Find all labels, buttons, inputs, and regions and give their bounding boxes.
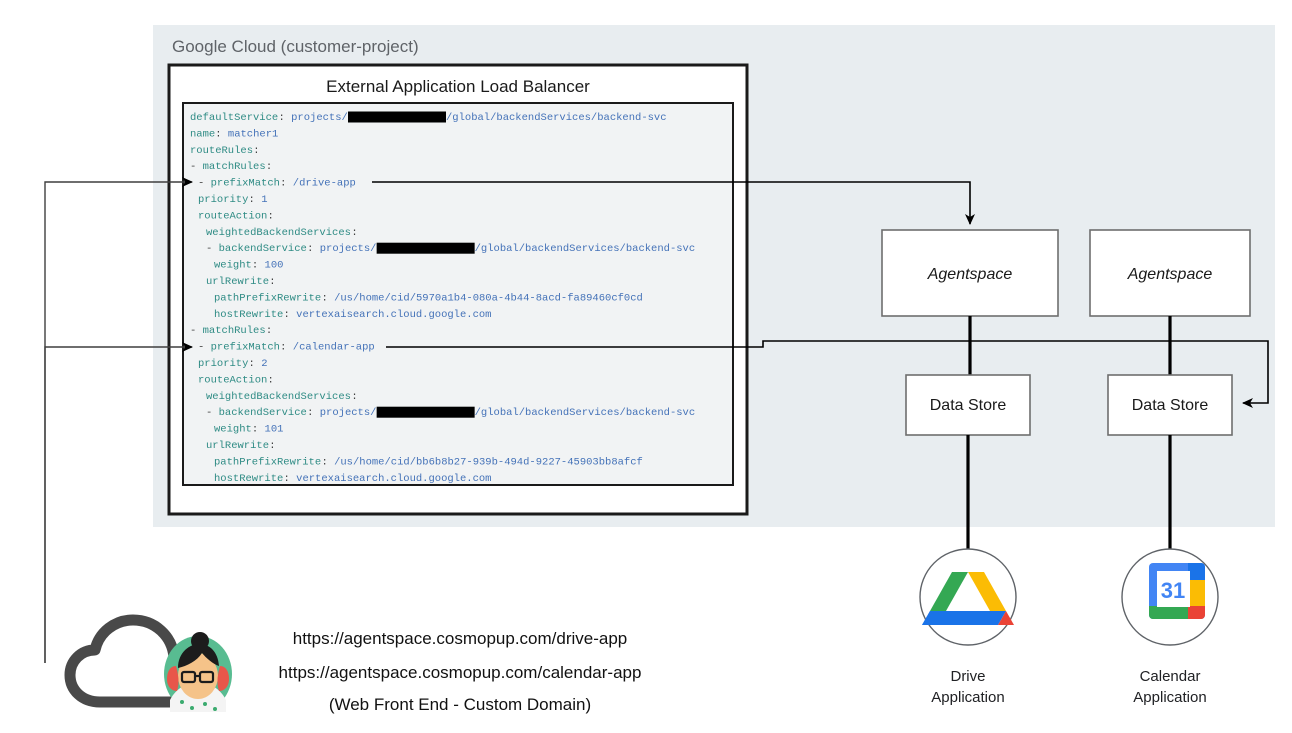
yaml-token: : xyxy=(307,407,313,419)
client-url-drive: https://agentspace.cosmopup.com/drive-ap… xyxy=(293,629,628,648)
yaml-token: : xyxy=(280,342,286,354)
agentspace-left-label: Agentspace xyxy=(927,266,1013,283)
yaml-token: : xyxy=(284,473,290,485)
yaml-token: /global/backendServices/backend-svc xyxy=(446,112,667,124)
yaml-token: backendService xyxy=(219,243,307,255)
yaml-token: : xyxy=(252,260,258,272)
yaml-config-text: defaultService: projects/ /global/backend… xyxy=(190,111,696,485)
yaml-token: - xyxy=(206,407,212,419)
yaml-token: weight xyxy=(214,260,252,272)
yaml-token: matcher1 xyxy=(228,128,278,140)
yaml-token: defaultService xyxy=(190,112,278,124)
yaml-token: : xyxy=(253,145,259,157)
calendar-app-caption-line2: Application xyxy=(1133,689,1206,706)
yaml-token: matchRules xyxy=(203,325,266,337)
agentspace-right-box[interactable] xyxy=(1089,229,1251,317)
yaml-token: 2 xyxy=(261,358,267,370)
yaml-token: /calendar-app xyxy=(293,342,375,354)
yaml-token: name xyxy=(190,128,215,140)
client-url-calendar: https://agentspace.cosmopup.com/calendar… xyxy=(279,663,642,682)
calendar-day-number: 31 xyxy=(1161,578,1185,603)
yaml-token: weightedBackendServices xyxy=(206,227,351,239)
yaml-token: weightedBackendServices xyxy=(206,391,351,403)
datastore-left-label: Data Store xyxy=(930,397,1007,414)
connector-client-to-calendar-rule xyxy=(44,342,193,663)
client-subtitle: (Web Front End - Custom Domain) xyxy=(329,695,591,714)
yaml-token: hostRewrite xyxy=(214,309,283,321)
yaml-token: : xyxy=(249,194,255,206)
yaml-token: : xyxy=(269,440,275,452)
yaml-token: pathPrefixRewrite xyxy=(214,292,321,304)
yaml-token: - xyxy=(190,161,196,173)
datastore-right-label: Data Store xyxy=(1132,397,1209,414)
connector-calendar-rule-to-datastore-right xyxy=(386,340,1269,408)
region-label: Google Cloud (customer-project) xyxy=(172,37,419,56)
yaml-token: vertexaisearch.cloud.google.com xyxy=(296,309,491,321)
yaml-token: backendService xyxy=(219,407,307,419)
drive-app-caption-line2: Application xyxy=(931,689,1004,706)
yaml-token: projects/ xyxy=(320,243,377,255)
yaml-token: weight xyxy=(214,424,252,436)
redacted-project-id xyxy=(376,406,475,418)
calendar-app-caption-line1: Calendar xyxy=(1140,668,1201,685)
yaml-token: : xyxy=(249,358,255,370)
yaml-token: pathPrefixRewrite xyxy=(214,456,321,468)
yaml-token: priority xyxy=(198,194,248,206)
yaml-token: vertexaisearch.cloud.google.com xyxy=(296,473,491,485)
yaml-token: : xyxy=(278,112,284,124)
load-balancer-title: External Application Load Balancer xyxy=(326,77,590,96)
yaml-token: projects/ xyxy=(320,407,377,419)
yaml-token: matchRules xyxy=(203,161,266,173)
yaml-config-block xyxy=(182,102,734,486)
yaml-token: - xyxy=(198,178,204,190)
yaml-token: : xyxy=(280,178,286,190)
yaml-token: /drive-app xyxy=(293,178,356,190)
yaml-token: routeAction xyxy=(198,374,267,386)
yaml-token: : xyxy=(284,309,290,321)
yaml-token: : xyxy=(307,243,313,255)
yaml-token: urlRewrite xyxy=(206,276,269,288)
agentspace-right-label: Agentspace xyxy=(1127,266,1213,283)
yaml-token: 1 xyxy=(261,194,267,206)
yaml-token: routeAction xyxy=(198,210,267,222)
yaml-token: : xyxy=(266,325,272,337)
google-drive-icon xyxy=(922,572,1014,625)
yaml-token: prefixMatch xyxy=(211,178,280,190)
yaml-token: : xyxy=(215,128,221,140)
yaml-token: /us/home/cid/5970a1b4-080a-4b44-8acd-fa8… xyxy=(334,292,643,304)
yaml-token: - xyxy=(198,342,204,354)
yaml-token: : xyxy=(321,456,327,468)
connector-drive-rule-to-agentspace-left xyxy=(372,181,975,225)
yaml-token: - xyxy=(190,325,196,337)
yaml-token: : xyxy=(351,391,357,403)
yaml-token: urlRewrite xyxy=(206,440,269,452)
yaml-token: prefixMatch xyxy=(211,342,280,354)
user-avatar-icon xyxy=(164,632,232,712)
yaml-token: priority xyxy=(198,358,248,370)
yaml-token: /us/home/cid/bb6b8b27-939b-494d-9227-459… xyxy=(334,456,643,468)
yaml-token: projects/ xyxy=(291,112,348,124)
yaml-token: : xyxy=(266,161,272,173)
yaml-token: : xyxy=(252,424,258,436)
yaml-token: routeRules xyxy=(190,145,253,157)
google-calendar-icon: 31 xyxy=(1149,563,1205,619)
redacted-project-id xyxy=(376,242,475,254)
yaml-token: : xyxy=(351,227,357,239)
yaml-token: 100 xyxy=(265,260,284,272)
drive-app-caption-line1: Drive xyxy=(950,668,985,685)
yaml-token: : xyxy=(268,374,274,386)
yaml-token: : xyxy=(268,210,274,222)
yaml-token: 101 xyxy=(265,424,284,436)
agentspace-left-box[interactable] xyxy=(881,229,1059,317)
yaml-token: - xyxy=(206,243,212,255)
datastore-left-box[interactable] xyxy=(905,374,1031,436)
yaml-token: /global/backendServices/backend-svc xyxy=(475,243,696,255)
redacted-project-id xyxy=(348,111,446,123)
yaml-token: : xyxy=(321,292,327,304)
yaml-token: /global/backendServices/backend-svc xyxy=(475,407,696,419)
yaml-token: : xyxy=(269,276,275,288)
yaml-token: hostRewrite xyxy=(214,473,283,485)
